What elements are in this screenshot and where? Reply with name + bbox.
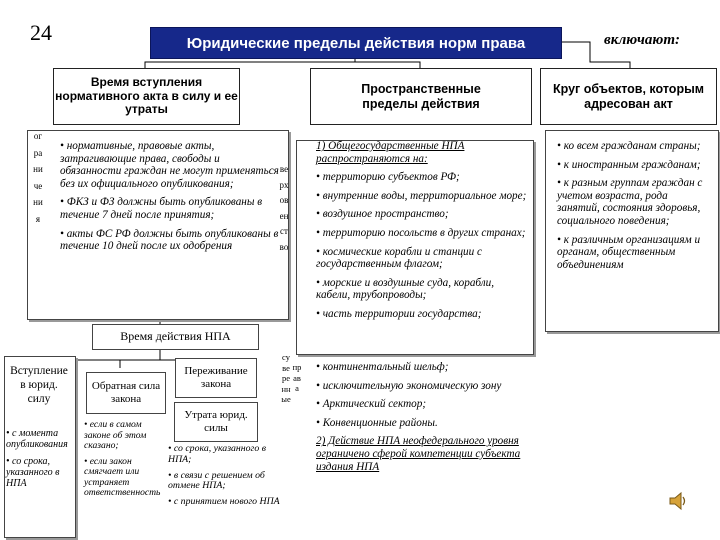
space-item: • космические корабли и станции с госуда…	[316, 245, 482, 271]
slide-number: 24	[30, 20, 52, 45]
space-items: 1) Общегосударственные НПА распространяю…	[316, 140, 528, 321]
header-time: Время вступления нормативного акта в сил…	[53, 68, 240, 125]
entry-item: • с момента опубликования	[6, 428, 68, 450]
header-objects-label: Круг объектов, которым адресован акт	[552, 82, 705, 111]
header-objects: Круг объектов, которым адресован акт	[540, 68, 717, 125]
includes-label: включают:	[604, 32, 681, 48]
survival-box: Переживание закона	[175, 358, 257, 398]
space-item: • морские и воздушные суда, корабли, каб…	[316, 276, 495, 302]
side-label-supremacy: верховенство	[279, 164, 289, 252]
loss-item: • с принятием нового НПА	[168, 496, 280, 508]
reverse-items: • если в самом законе об этом сказано; •…	[84, 419, 164, 499]
time-items: • нормативные, правовые акты, затрагиваю…	[60, 140, 280, 258]
reverse-force-label: Обратная сила закона	[91, 380, 161, 405]
space-item: • континентальный шельф;	[316, 361, 449, 373]
objects-item: • к различным организациям и органам, об…	[557, 233, 701, 271]
space-item: • внутренние воды, территориальное море;	[316, 189, 527, 202]
objects-item: • к иностранным гражданам;	[557, 158, 701, 171]
reverse-item: • если закон смягчает или устраняет отве…	[84, 455, 161, 498]
space-item: • Конвенционные районы.	[316, 416, 438, 429]
loss-label: Утрата юрид. силы	[184, 409, 248, 434]
speaker-icon[interactable]	[667, 490, 689, 512]
space-item: • часть территории государства;	[316, 307, 482, 320]
space-item: • территорию субъектов РФ;	[316, 171, 460, 184]
objects-item: • к разным группам граждан с учетом возр…	[557, 177, 703, 227]
header-space-label: Пространственные пределы действия	[361, 82, 481, 111]
objects-items: • ко всем гражданам страны; • к иностран…	[557, 140, 713, 276]
time-item: • акты ФС РФ должны быть опубликованы в …	[60, 227, 279, 253]
loss-item: • со срока, указанного в НПА;	[168, 443, 266, 465]
objects-item: • ко всем гражданам страны;	[557, 140, 701, 152]
time-of-action-label: Время действия НПА	[120, 329, 231, 344]
page-title: Юридические пределы действия норм права	[150, 27, 562, 59]
time-item: • ФКЗ и ФЗ должны быть опубликованы в те…	[60, 196, 263, 221]
space-item: • воздушное пространство;	[316, 208, 449, 221]
side-label-restrictions: ограничения	[33, 131, 43, 224]
time-of-action-box: Время действия НПА	[92, 324, 259, 350]
survival-label: Переживание закона	[184, 365, 248, 390]
panel-objects	[545, 130, 719, 332]
loss-items: • со срока, указанного в НПА; • в связи …	[168, 443, 280, 508]
space-item: • исключительную экономическую зону	[316, 379, 502, 392]
loss-box: Утрата юрид. силы	[174, 402, 258, 442]
side-label-sovereign: суверенные	[281, 352, 291, 404]
space-items-2: • континентальный шельф; • исключительну…	[316, 361, 528, 473]
space-intro: 1) Общегосударственные НПА распространяю…	[316, 140, 465, 165]
space-item: • Арктический сектор;	[316, 398, 427, 411]
entry-item: • со срока, указанного в НПА	[6, 456, 60, 489]
header-space: Пространственные пределы действия	[310, 68, 532, 125]
space-item: • территорию посольств в других странах;	[316, 226, 526, 239]
side-label-rights: права	[292, 362, 302, 393]
panel-space	[296, 140, 534, 355]
space-p2: 2) Действие НПА неофедерального уровня о…	[316, 435, 521, 473]
reverse-item: • если в самом законе об этом сказано;	[84, 419, 147, 451]
loss-item: • в связи с решением об отмене НПА;	[168, 469, 265, 492]
entry-items: • с момента опубликования • со срока, ук…	[6, 428, 74, 489]
panel-time	[27, 130, 289, 320]
panel-entry	[4, 356, 76, 538]
reverse-force-box: Обратная сила закона	[86, 372, 166, 414]
time-item: • нормативные, правовые акты, затрагиваю…	[60, 140, 279, 190]
entry-box-label: Вступление в юрид. силу	[10, 365, 68, 405]
header-time-label: Время вступления нормативного акта в сил…	[55, 74, 238, 117]
